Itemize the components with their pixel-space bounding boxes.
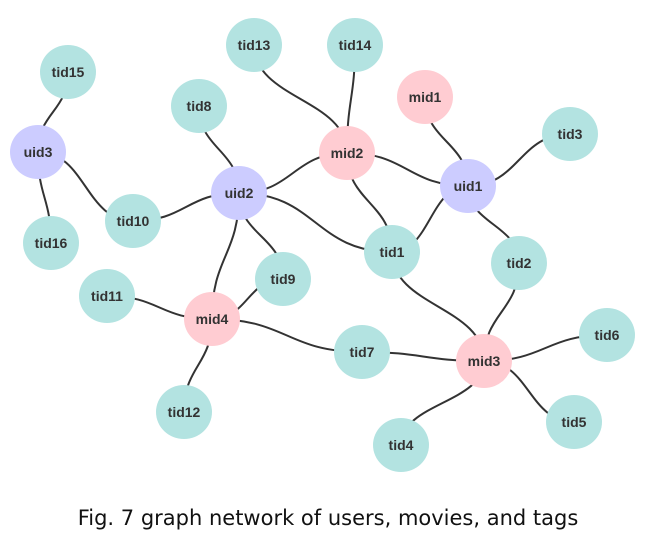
- node-label: tid6: [595, 327, 620, 343]
- node-tid16[interactable]: tid16: [23, 216, 79, 270]
- user-node-circle: [211, 166, 267, 220]
- node-tid5[interactable]: tid5: [546, 395, 602, 449]
- movie-node-circle: [397, 70, 453, 124]
- tag-node-circle: [334, 325, 390, 379]
- node-tid11[interactable]: tid11: [79, 269, 135, 323]
- tag-node-circle: [327, 18, 383, 72]
- tag-node-circle: [579, 308, 635, 362]
- node-label: mid1: [409, 89, 442, 105]
- node-label: tid8: [187, 98, 212, 114]
- tag-node-circle: [156, 385, 212, 439]
- tag-node-circle: [373, 418, 429, 472]
- user-node-circle: [440, 159, 496, 213]
- node-label: tid3: [558, 126, 583, 142]
- node-uid3[interactable]: uid3: [10, 125, 66, 179]
- tag-node-circle: [255, 252, 311, 306]
- node-label: tid7: [350, 344, 375, 360]
- node-tid13[interactable]: tid13: [226, 18, 282, 72]
- node-tid6[interactable]: tid6: [579, 308, 635, 362]
- node-tid8[interactable]: tid8: [171, 79, 227, 133]
- user-node-circle: [10, 125, 66, 179]
- nodes-layer: tid15 uid3 tid16 tid10 tid8 tid13 tid14 uid2 mid…: [10, 18, 635, 472]
- node-uid1[interactable]: uid1: [440, 159, 496, 213]
- movie-node-circle: [184, 292, 240, 346]
- node-tid12[interactable]: tid12: [156, 385, 212, 439]
- tag-node-circle: [79, 269, 135, 323]
- tag-node-circle: [40, 45, 96, 99]
- node-tid7[interactable]: tid7: [334, 325, 390, 379]
- node-mid4[interactable]: mid4: [184, 292, 240, 346]
- node-tid14[interactable]: tid14: [327, 18, 383, 72]
- node-tid2[interactable]: tid2: [491, 236, 547, 290]
- node-label: mid3: [468, 353, 501, 369]
- node-label: tid11: [91, 288, 123, 304]
- node-label: tid9: [271, 271, 296, 287]
- tag-node-circle: [546, 395, 602, 449]
- tag-node-circle: [542, 107, 598, 161]
- tag-node-circle: [105, 194, 161, 248]
- tag-node-circle: [226, 18, 282, 72]
- node-label: tid5: [562, 414, 587, 430]
- node-label: tid12: [168, 404, 201, 420]
- node-tid4[interactable]: tid4: [373, 418, 429, 472]
- node-label: tid13: [238, 37, 271, 53]
- tag-node-circle: [364, 225, 420, 279]
- node-label: tid1: [380, 244, 405, 260]
- node-label: tid14: [339, 37, 372, 53]
- figure-caption: Fig. 7 graph network of users, movies, a…: [77, 506, 579, 530]
- node-tid1[interactable]: tid1: [364, 225, 420, 279]
- graph-network: tid15 uid3 tid16 tid10 tid8 tid13 tid14 uid2 mid…: [10, 18, 635, 472]
- node-label: mid4: [196, 311, 229, 327]
- node-label: tid16: [35, 235, 68, 251]
- node-label: tid10: [117, 213, 150, 229]
- node-mid3[interactable]: mid3: [456, 334, 512, 388]
- node-mid1[interactable]: mid1: [397, 70, 453, 124]
- node-label: uid1: [454, 178, 483, 194]
- node-mid2[interactable]: mid2: [319, 126, 375, 180]
- tag-node-circle: [491, 236, 547, 290]
- node-tid9[interactable]: tid9: [255, 252, 311, 306]
- node-uid2[interactable]: uid2: [211, 166, 267, 220]
- node-label: tid15: [52, 64, 85, 80]
- node-label: tid4: [389, 437, 414, 453]
- tag-node-circle: [171, 79, 227, 133]
- node-label: tid2: [507, 255, 532, 271]
- movie-node-circle: [456, 334, 512, 388]
- node-label: uid3: [24, 144, 53, 160]
- node-tid10[interactable]: tid10: [105, 194, 161, 248]
- node-tid15[interactable]: tid15: [40, 45, 96, 99]
- movie-node-circle: [319, 126, 375, 180]
- tag-node-circle: [23, 216, 79, 270]
- node-label: mid2: [331, 145, 364, 161]
- node-label: uid2: [225, 185, 254, 201]
- node-tid3[interactable]: tid3: [542, 107, 598, 161]
